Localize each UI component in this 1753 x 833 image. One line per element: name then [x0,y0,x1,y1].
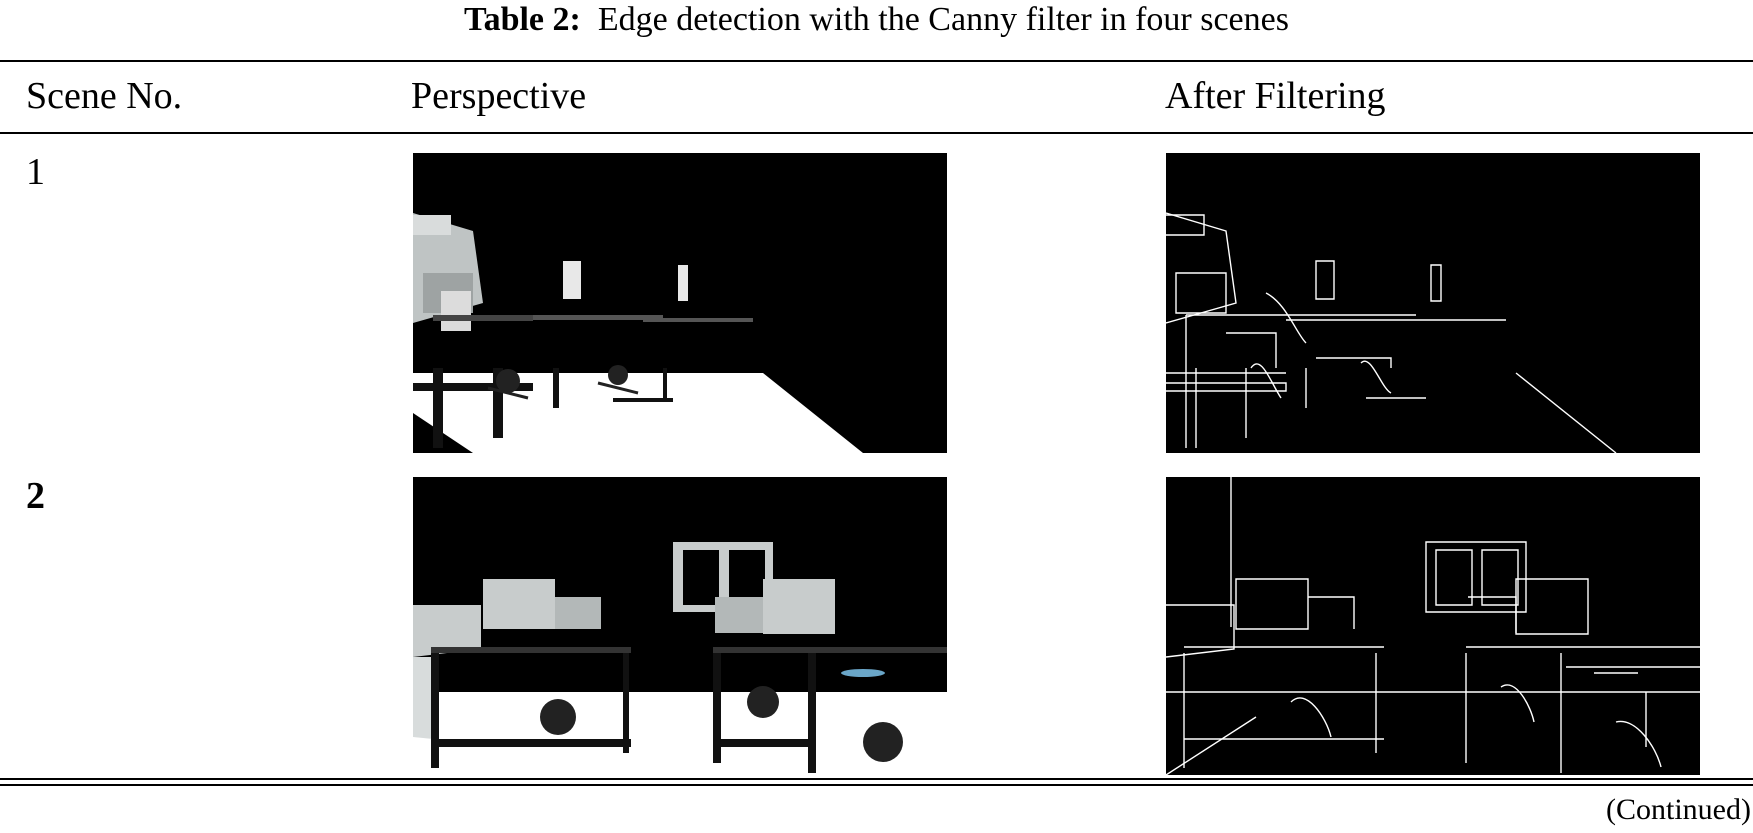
table-caption-text: Edge detection with the Canny filter in … [597,1,1289,38]
scene-2-filtered-image [1166,477,1700,775]
scene-1-filtered-image [1166,153,1700,453]
header-perspective: Perspective [411,75,587,117]
table-top-rule [0,60,1753,62]
scene-1-perspective-image [413,153,947,453]
scene-number-1: 1 [26,151,45,193]
table-bottom-rule-2 [0,784,1753,786]
continued-note: (Continued) [1606,793,1751,826]
header-after-filtering: After Filtering [1165,75,1386,117]
table-caption-label: Table 2: [464,1,581,38]
table-bottom-rule-1 [0,778,1753,780]
table-caption: Table 2: Edge detection with the Canny f… [0,0,1753,40]
scene-number-2: 2 [26,475,45,517]
table-header-rule [0,132,1753,134]
scene-2-perspective-image [413,477,947,775]
header-scene-no: Scene No. [26,75,183,117]
